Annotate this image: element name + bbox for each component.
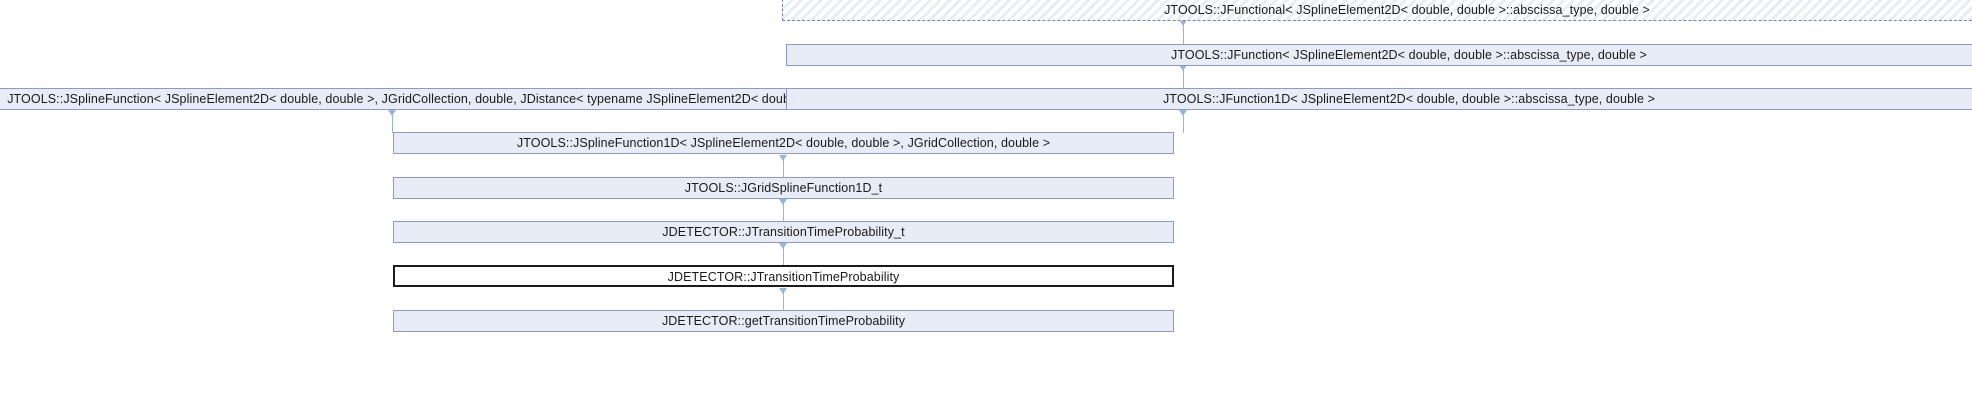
- node-jsplinefunction1d[interactable]: JTOOLS::JSplineFunction1D< JSplineElemen…: [393, 132, 1174, 154]
- edge-jfunction-to-jfunctional: [1183, 20, 1184, 45]
- node-jtransitiontimeprobability[interactable]: JDETECTOR::JTransitionTimeProbability: [393, 265, 1174, 287]
- node-jfunction-label: JTOOLS::JFunction< JSplineElement2D< dou…: [1171, 48, 1647, 62]
- arrowhead-jttp-to-jttpt: [779, 243, 787, 249]
- edge-jttpt-to-jgridsplinefunction1dt: [783, 199, 784, 223]
- edge-jsplinefunction1d-to-jsplinefunction: [392, 110, 393, 133]
- node-jsplinefunction[interactable]: JTOOLS::JSplineFunction< JSplineElement2…: [0, 88, 975, 110]
- node-jtransitiontimeprobability-t[interactable]: JDETECTOR::JTransitionTimeProbability_t: [393, 221, 1174, 243]
- edge-jsplinefunction1d-to-jfunction1d: [1183, 110, 1184, 133]
- node-jfunction1d-label: JTOOLS::JFunction1D< JSplineElement2D< d…: [1162, 92, 1656, 106]
- node-jgridsplinefunction1d-t-label: JTOOLS::JGridSplineFunction1D_t: [684, 181, 883, 195]
- edge-jttp-to-jttpt: [783, 243, 784, 267]
- node-gettransitiontimeprobability[interactable]: JDETECTOR::getTransitionTimeProbability: [393, 310, 1174, 332]
- node-jfunction1d[interactable]: JTOOLS::JFunction1D< JSplineElement2D< d…: [786, 88, 1972, 110]
- node-jtransitiontimeprobability-t-label: JDETECTOR::JTransitionTimeProbability_t: [662, 225, 905, 239]
- arrowhead-getjttp-to-jttp: [779, 288, 787, 294]
- node-jsplinefunction1d-label: JTOOLS::JSplineFunction1D< JSplineElemen…: [516, 136, 1051, 150]
- node-jtransitiontimeprobability-label: JDETECTOR::JTransitionTimeProbability: [667, 270, 900, 284]
- node-jgridsplinefunction1d-t[interactable]: JTOOLS::JGridSplineFunction1D_t: [393, 177, 1174, 199]
- edge-getjttp-to-jttp: [783, 288, 784, 311]
- arrowhead-jsplinefunction1d-to-jsplinefunction: [388, 110, 396, 116]
- node-jsplinefunction-label: JTOOLS::JSplineFunction< JSplineElement2…: [7, 92, 966, 106]
- node-jfunctional-label: JTOOLS::JFunctional< JSplineElement2D< d…: [1164, 3, 1650, 17]
- arrowhead-jsplinefunction1d-to-jfunction1d: [1179, 110, 1187, 116]
- arrowhead-jgridsplinefunction1dt-to-jsplinefunction1d: [779, 155, 787, 161]
- edge-jfunction1d-to-jfunction: [1183, 65, 1184, 89]
- arrowhead-jttpt-to-jgridsplinefunction1dt: [779, 199, 787, 205]
- edge-jgridsplinefunction1dt-to-jsplinefunction1d: [783, 155, 784, 178]
- node-jfunction[interactable]: JTOOLS::JFunction< JSplineElement2D< dou…: [786, 44, 1972, 66]
- node-jfunctional[interactable]: JTOOLS::JFunctional< JSplineElement2D< d…: [782, 0, 1972, 21]
- node-gettransitiontimeprobability-label: JDETECTOR::getTransitionTimeProbability: [661, 314, 906, 328]
